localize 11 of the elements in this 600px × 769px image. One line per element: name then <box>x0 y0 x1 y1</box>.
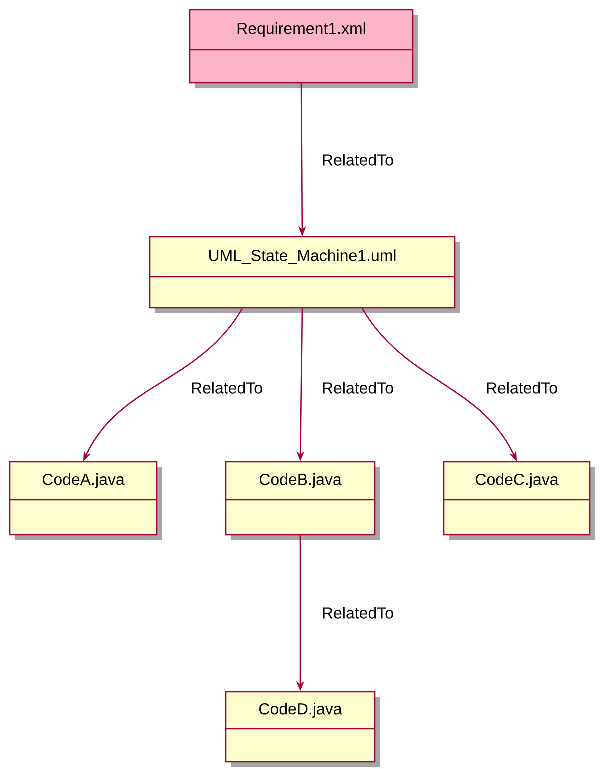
class-box: Requirement1.xml <box>189 9 418 88</box>
edge-label: RelatedTo <box>190 381 264 395</box>
edge-label: RelatedTo <box>320 381 396 395</box>
edge-label: RelatedTo <box>320 606 396 620</box>
class-box: CodeD.java <box>225 691 380 767</box>
class-box: CodeB.java <box>225 461 380 540</box>
class-box: UML_State_Machine1.uml <box>149 236 460 313</box>
edge-label: RelatedTo <box>484 381 560 395</box>
edge-label: RelatedTo <box>320 153 396 167</box>
class-box: CodeA.java <box>9 461 162 540</box>
class-box: CodeC.java <box>443 461 595 540</box>
